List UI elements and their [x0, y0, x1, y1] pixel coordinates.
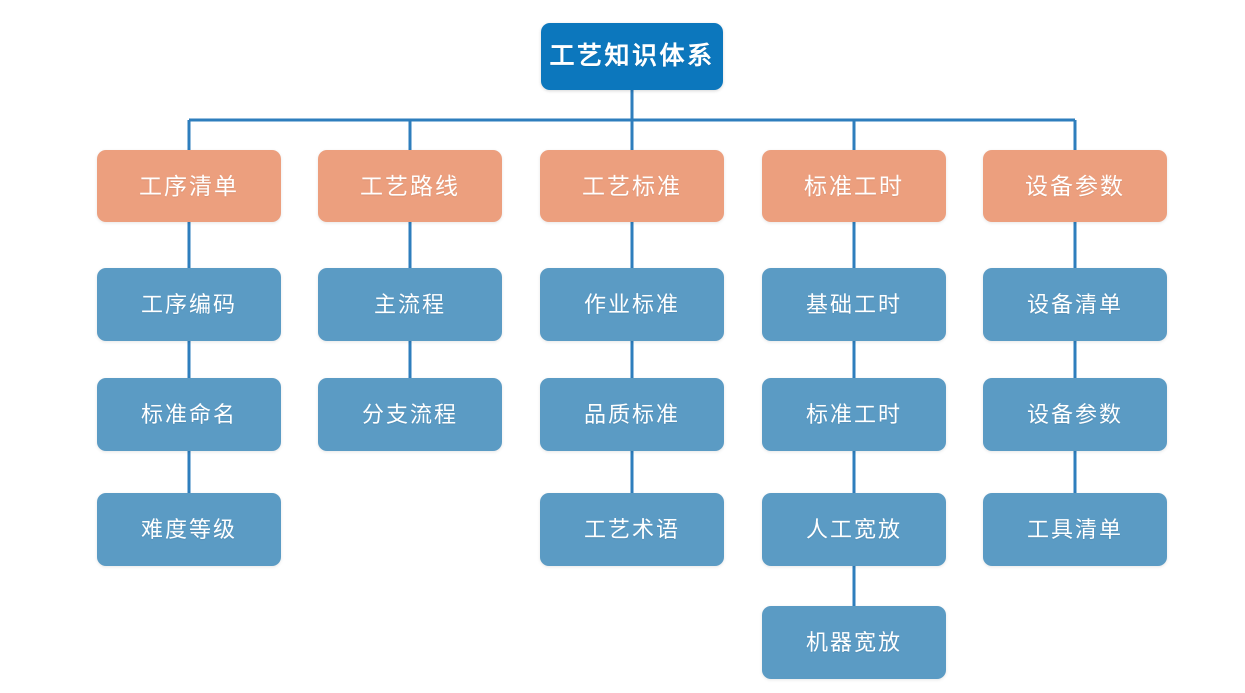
leaf-node-2-1-label: 主流程 — [373, 291, 446, 317]
leaf-node-5-1-label: 设备清单 — [1026, 291, 1123, 317]
leaf-node-3-2-label: 品质标准 — [583, 401, 680, 427]
leaf-node-1-1[interactable]: 工序编码 — [97, 268, 281, 341]
branch-node-5[interactable]: 设备参数 — [983, 150, 1167, 222]
leaf-node-4-1-label: 基础工时 — [805, 291, 902, 317]
leaf-node-3-2[interactable]: 品质标准 — [540, 378, 724, 451]
leaf-node-1-2[interactable]: 标准命名 — [97, 378, 281, 451]
leaf-node-5-2[interactable]: 设备参数 — [983, 378, 1167, 451]
leaf-node-3-1[interactable]: 作业标准 — [540, 268, 724, 341]
branch-node-2[interactable]: 工艺路线 — [318, 150, 502, 222]
leaf-node-1-3[interactable]: 难度等级 — [97, 493, 281, 566]
leaf-node-3-3[interactable]: 工艺术语 — [540, 493, 724, 566]
leaf-node-4-3[interactable]: 人工宽放 — [762, 493, 946, 566]
leaf-node-4-4-label: 机器宽放 — [805, 629, 902, 655]
leaf-node-5-1[interactable]: 设备清单 — [983, 268, 1167, 341]
root-node-label: 工艺知识体系 — [549, 42, 715, 70]
branch-node-3[interactable]: 工艺标准 — [540, 150, 724, 222]
leaf-node-3-3-label: 工艺术语 — [583, 516, 680, 542]
branch-node-4[interactable]: 标准工时 — [762, 150, 946, 222]
leaf-node-4-4[interactable]: 机器宽放 — [762, 606, 946, 679]
branch-node-4-label: 标准工时 — [804, 172, 904, 199]
leaf-node-1-1-label: 工序编码 — [140, 291, 237, 317]
leaf-node-2-1[interactable]: 主流程 — [318, 268, 502, 341]
leaf-node-4-1[interactable]: 基础工时 — [762, 268, 946, 341]
leaf-node-5-3-label: 工具清单 — [1026, 516, 1123, 542]
leaf-node-2-2-label: 分支流程 — [361, 401, 458, 427]
leaf-node-4-2-label: 标准工时 — [805, 401, 902, 427]
leaf-node-3-1-label: 作业标准 — [583, 291, 680, 317]
branch-node-3-label: 工艺标准 — [582, 172, 682, 199]
leaf-node-4-3-label: 人工宽放 — [805, 516, 902, 542]
leaf-node-1-2-label: 标准命名 — [140, 401, 237, 427]
branch-node-5-label: 设备参数 — [1025, 172, 1125, 199]
leaf-node-4-2[interactable]: 标准工时 — [762, 378, 946, 451]
branch-node-1-label: 工序清单 — [139, 172, 239, 199]
root-node[interactable]: 工艺知识体系 — [541, 23, 723, 90]
branch-node-1[interactable]: 工序清单 — [97, 150, 281, 222]
leaf-node-5-3[interactable]: 工具清单 — [983, 493, 1167, 566]
branch-node-2-label: 工艺路线 — [360, 172, 460, 199]
leaf-node-5-2-label: 设备参数 — [1026, 401, 1123, 427]
leaf-node-2-2[interactable]: 分支流程 — [318, 378, 502, 451]
leaf-node-1-3-label: 难度等级 — [140, 516, 237, 542]
